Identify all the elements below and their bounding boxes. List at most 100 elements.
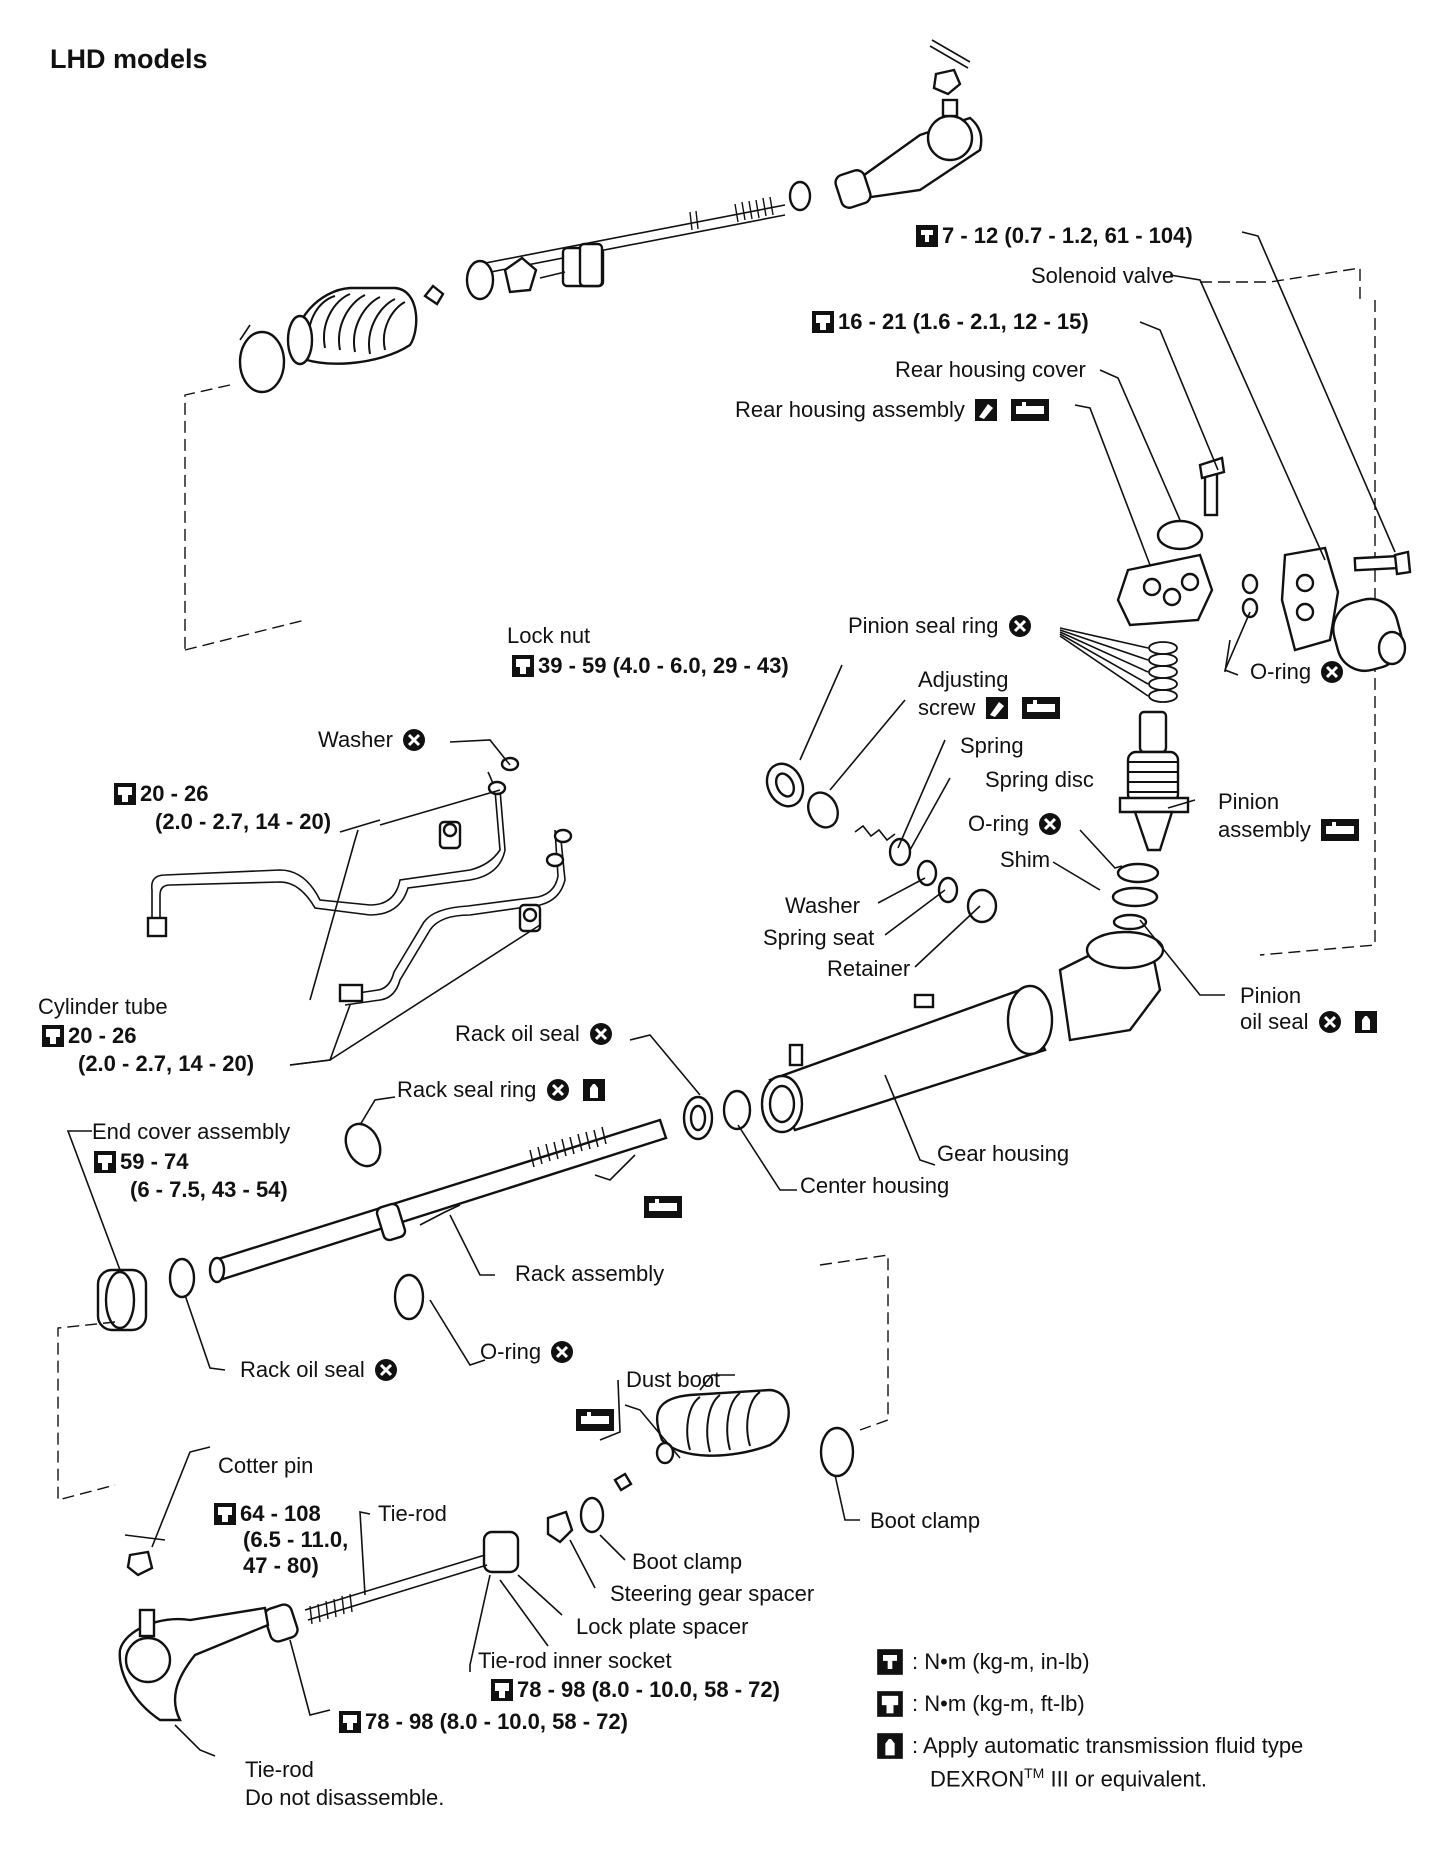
sealant-icon xyxy=(985,697,1008,719)
legend-ft-lb: : N•m (kg-m, ft-lb) xyxy=(912,1691,1085,1716)
label-tie-rod-torque-b: (6.5 - 11.0, xyxy=(243,1527,349,1552)
label-tie-rod-lower: Tie-rod xyxy=(245,1757,314,1782)
label-tube-torque-2: 20 - 26 xyxy=(38,1022,137,1049)
replace-x-icon xyxy=(1321,661,1344,683)
label-tube-torque-2b: (2.0 - 2.7, 14 - 20) xyxy=(78,1051,255,1076)
replace-x-icon xyxy=(1318,1011,1341,1033)
label-pinion-seal-ring: Pinion seal ring xyxy=(848,612,1035,639)
label-lock-plate-spacer: Lock plate spacer xyxy=(576,1614,749,1639)
label-boot-clamp-lower: Boot clamp xyxy=(632,1549,743,1574)
label-o-ring-rack: O-ring xyxy=(480,1338,577,1365)
gear-housing-group xyxy=(682,930,1165,1141)
label-tie-rod-inner-socket: Tie-rod inner socket xyxy=(478,1648,672,1673)
torque-wrench-ft-lb-icon xyxy=(491,1679,513,1701)
legend-equivalent-text: III or equivalent. xyxy=(1044,1766,1207,1792)
label-adjusting: Adjusting xyxy=(918,667,1009,692)
label-boot-clamp-right: Boot clamp xyxy=(870,1508,981,1533)
label-center-housing: Center housing xyxy=(800,1173,950,1198)
tie-rod-torque-value: 64 - 108 xyxy=(240,1501,321,1526)
label-rack-assembly: Rack assembly xyxy=(515,1261,665,1286)
o-ring-upper-text: O-ring xyxy=(1250,659,1312,684)
rear-housing-group xyxy=(1059,456,1412,931)
label-solenoid-bolt-torque: 7 - 12 (0.7 - 1.2, 61 - 104) xyxy=(912,222,1193,249)
grease-icon xyxy=(576,1409,614,1431)
label-pinion-oil: Pinion xyxy=(1240,983,1302,1008)
pinion-seal-ring-text: Pinion seal ring xyxy=(848,613,999,638)
tube-torque-1-value: 20 - 26 xyxy=(140,781,209,806)
legend-atf-dexron: DEXRONTM III or equivalent. xyxy=(930,1760,1207,1792)
label-tie-rod-upper: Tie-rod xyxy=(378,1501,447,1526)
label-inner-socket-torque: 78 - 98 (8.0 - 10.0, 58 - 72) xyxy=(487,1676,780,1703)
label-retainer: Retainer xyxy=(827,956,911,981)
o-ring-pinion-text: O-ring xyxy=(968,811,1030,836)
leader-lines xyxy=(66,231,1396,1757)
replace-x-icon xyxy=(546,1079,569,1101)
label-rear-housing-cover: Rear housing cover xyxy=(895,357,1086,382)
rear-housing-assembly-text: Rear housing assembly xyxy=(735,397,965,422)
label-spring-seat: Spring seat xyxy=(763,925,875,950)
label-cylinder-tube: Cylinder tube xyxy=(38,994,168,1019)
torque-wrench-ft-lb-icon xyxy=(42,1025,64,1047)
lower-tie-rod-group xyxy=(118,1388,855,1722)
label-rear-housing-assembly: Rear housing assembly xyxy=(735,396,1053,423)
label-tie-rod-nut-torque: 78 - 98 (8.0 - 10.0, 58 - 72) xyxy=(335,1708,628,1735)
torque-wrench-ft-lb-icon xyxy=(114,783,136,805)
label-tie-rod-torque: 64 - 108 xyxy=(210,1500,321,1527)
sealant-icon xyxy=(975,399,998,421)
torque-wrench-ft-lb-icon xyxy=(512,655,534,677)
label-pinion-oil-seal: oil seal xyxy=(1240,1008,1381,1035)
label-adjusting-screw: screw xyxy=(918,694,1064,721)
end-cover-torque-value: 59 - 74 xyxy=(120,1149,189,1174)
pinion-assembly-text: assembly xyxy=(1218,817,1311,842)
torque-wrench-ft-lb-icon xyxy=(812,311,834,333)
grease-icon xyxy=(1021,697,1060,719)
label-washer-lower: Washer xyxy=(785,893,860,918)
upper-tie-rod-group xyxy=(238,39,983,394)
torque-wrench-ft-lb-icon xyxy=(214,1503,236,1525)
label-solenoid-valve: Solenoid valve xyxy=(1031,263,1175,288)
washer-upper-text: Washer xyxy=(318,727,393,752)
atf-bottle-icon xyxy=(877,1733,903,1759)
solenoid-bolt-torque-value: 7 - 12 (0.7 - 1.2, 61 - 104) xyxy=(942,223,1193,248)
legend-atf: : Apply automatic transmission fluid typ… xyxy=(912,1733,1304,1758)
label-rear-housing-torque: 16 - 21 (1.6 - 2.1, 12 - 15) xyxy=(808,308,1089,335)
tube-torque-2-value: 20 - 26 xyxy=(68,1023,137,1048)
label-rack-oil-seal-upper: Rack oil seal xyxy=(455,1020,616,1047)
replace-x-icon xyxy=(403,729,426,751)
lock-nut-torque-value: 39 - 59 (4.0 - 6.0, 29 - 43) xyxy=(538,653,789,678)
page-title: LHD models xyxy=(50,44,208,74)
replace-x-icon xyxy=(1008,615,1031,637)
rack-oil-seal-upper-text: Rack oil seal xyxy=(455,1021,580,1046)
label-washer-upper: Washer xyxy=(318,726,429,753)
replace-x-icon xyxy=(551,1341,574,1363)
label-spring-disc: Spring disc xyxy=(985,767,1094,792)
grease-icon xyxy=(1321,819,1360,841)
label-tube-torque-1b: (2.0 - 2.7, 14 - 20) xyxy=(155,809,332,834)
replace-x-icon xyxy=(374,1359,397,1381)
label-tube-torque-1: 20 - 26 xyxy=(110,780,209,807)
o-ring-rack-text: O-ring xyxy=(480,1339,542,1364)
rack-oil-seal-lower-text: Rack oil seal xyxy=(240,1357,365,1382)
torque-wrench-ft-lb-icon xyxy=(94,1151,116,1173)
label-gear-housing: Gear housing xyxy=(937,1141,1070,1166)
label-cotter-pin: Cotter pin xyxy=(218,1453,314,1478)
inner-socket-torque-value: 78 - 98 (8.0 - 10.0, 58 - 72) xyxy=(517,1677,780,1702)
label-o-ring-pinion: O-ring xyxy=(968,810,1065,837)
torque-wrench-in-lb-icon xyxy=(877,1649,903,1675)
label-end-cover-torque: 59 - 74 xyxy=(90,1148,189,1175)
adjusting-screw-text: screw xyxy=(918,695,976,720)
label-do-not-disassemble: Do not disassemble. xyxy=(245,1785,445,1810)
torque-wrench-ft-lb-icon xyxy=(877,1691,903,1717)
atf-bottle-icon xyxy=(582,1079,605,1101)
label-end-cover-assembly: End cover assembly xyxy=(92,1119,291,1144)
rack-group xyxy=(96,1118,668,1332)
legend-in-lb: : N•m (kg-m, in-lb) xyxy=(912,1649,1090,1674)
cylinder-tube-group xyxy=(146,756,573,1006)
label-dust-boot: Dust boot xyxy=(626,1367,721,1392)
grease-icon xyxy=(644,1196,682,1218)
label-lock-nut-torque: 39 - 59 (4.0 - 6.0, 29 - 43) xyxy=(508,652,789,679)
label-shim: Shim xyxy=(1000,847,1051,872)
label-steering-gear-spacer: Steering gear spacer xyxy=(610,1581,815,1606)
